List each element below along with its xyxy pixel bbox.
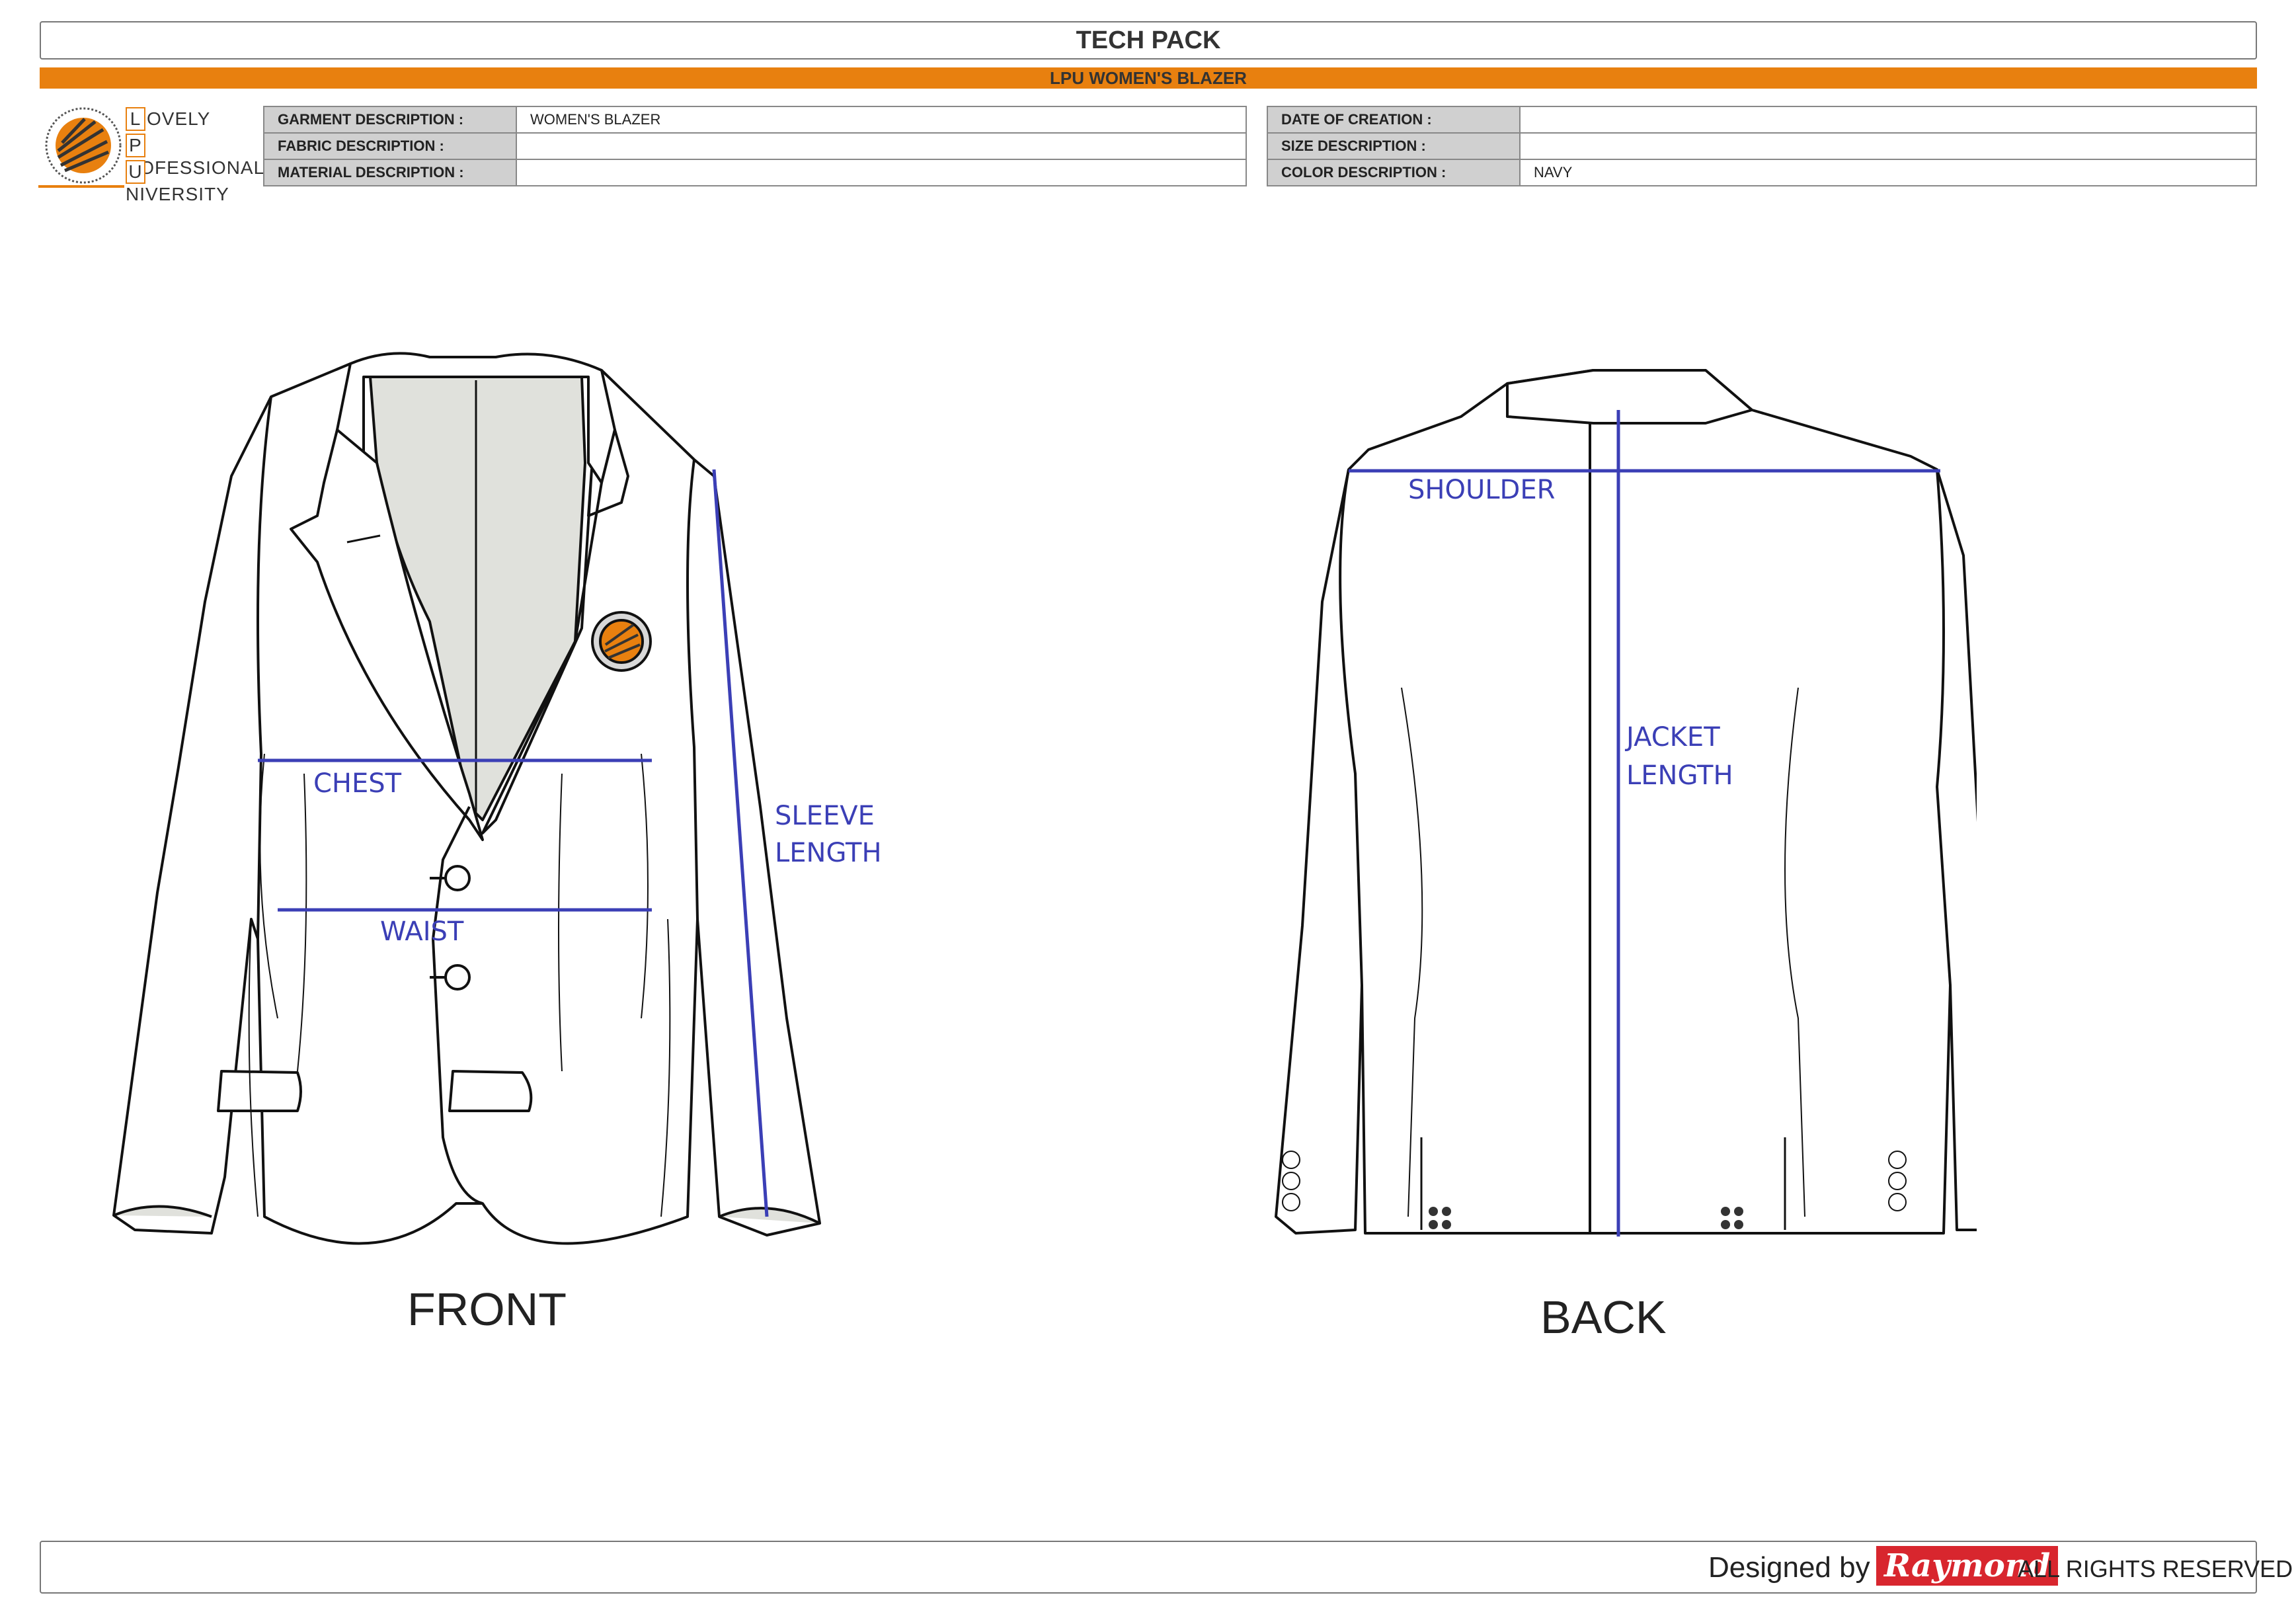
garment-description-value: WOMEN'S BLAZER [516,106,1247,134]
logo-emblem-icon [38,107,124,188]
color-description-label: COLOR DESCRIPTION : [1267,159,1521,186]
logo-letter-p: P [126,134,145,157]
table-row: SIZE DESCRIPTION : [1267,132,2257,160]
material-description-label: MATERIAL DESCRIPTION : [263,159,517,186]
date-of-creation-label: DATE OF CREATION : [1267,106,1521,134]
sleeve-length-label-1: SLEEVE [775,801,875,831]
size-description-label: SIZE DESCRIPTION : [1267,132,1521,160]
waist-label: WAIST [380,916,464,947]
table-row: GARMENT DESCRIPTION : WOMEN'S BLAZER [263,106,1247,134]
raymond-logo: Raymond [1876,1546,2059,1586]
logo-word-lovely: OVELY [147,108,211,129]
date-of-creation-value [1519,106,2257,134]
material-description-value [516,159,1247,186]
sleeve-length-label-2: LENGTH [775,838,882,868]
table-row: MATERIAL DESCRIPTION : [263,159,1247,186]
logo-word-professional: ROFESSIONAL [126,157,265,178]
footer [40,1541,2257,1594]
back-blazer-sketch [1275,369,1977,1237]
front-blazer-sketch [112,352,821,1245]
jacket-length-label-1: JACKET [1626,722,1720,752]
back-caption: BACK [1540,1291,1667,1343]
logo-word-university: NIVERSITY [126,184,229,204]
shoulder-label: SHOULDER [1408,475,1556,505]
garment-info-table: GARMENT DESCRIPTION : WOMEN'S BLAZER FAB… [263,106,1247,186]
size-description-value [1519,132,2257,160]
subtitle-bar: LPU WOMEN'S BLAZER [40,67,2257,89]
color-description-value: NAVY [1519,159,2257,186]
table-row: COLOR DESCRIPTION : NAVY [1267,159,2257,186]
fabric-description-label: FABRIC DESCRIPTION : [263,132,517,160]
logo-letter-l: L [126,107,145,131]
logo-letter-u: U [126,160,145,184]
page-title: TECH PACK [40,21,2257,60]
fabric-description-value [516,132,1247,160]
designed-by-text: Designed by [1708,1551,1870,1584]
chest-label: CHEST [313,768,402,799]
front-caption: FRONT [407,1283,567,1335]
spec-info-table: DATE OF CREATION : SIZE DESCRIPTION : CO… [1267,106,2257,186]
table-row: DATE OF CREATION : [1267,106,2257,134]
all-rights-text: ALL RIGHTS RESERVED [2018,1555,2293,1582]
table-row: FABRIC DESCRIPTION : [263,132,1247,160]
garment-description-label: GARMENT DESCRIPTION : [263,106,517,134]
jacket-length-label-2: LENGTH [1626,760,1733,791]
